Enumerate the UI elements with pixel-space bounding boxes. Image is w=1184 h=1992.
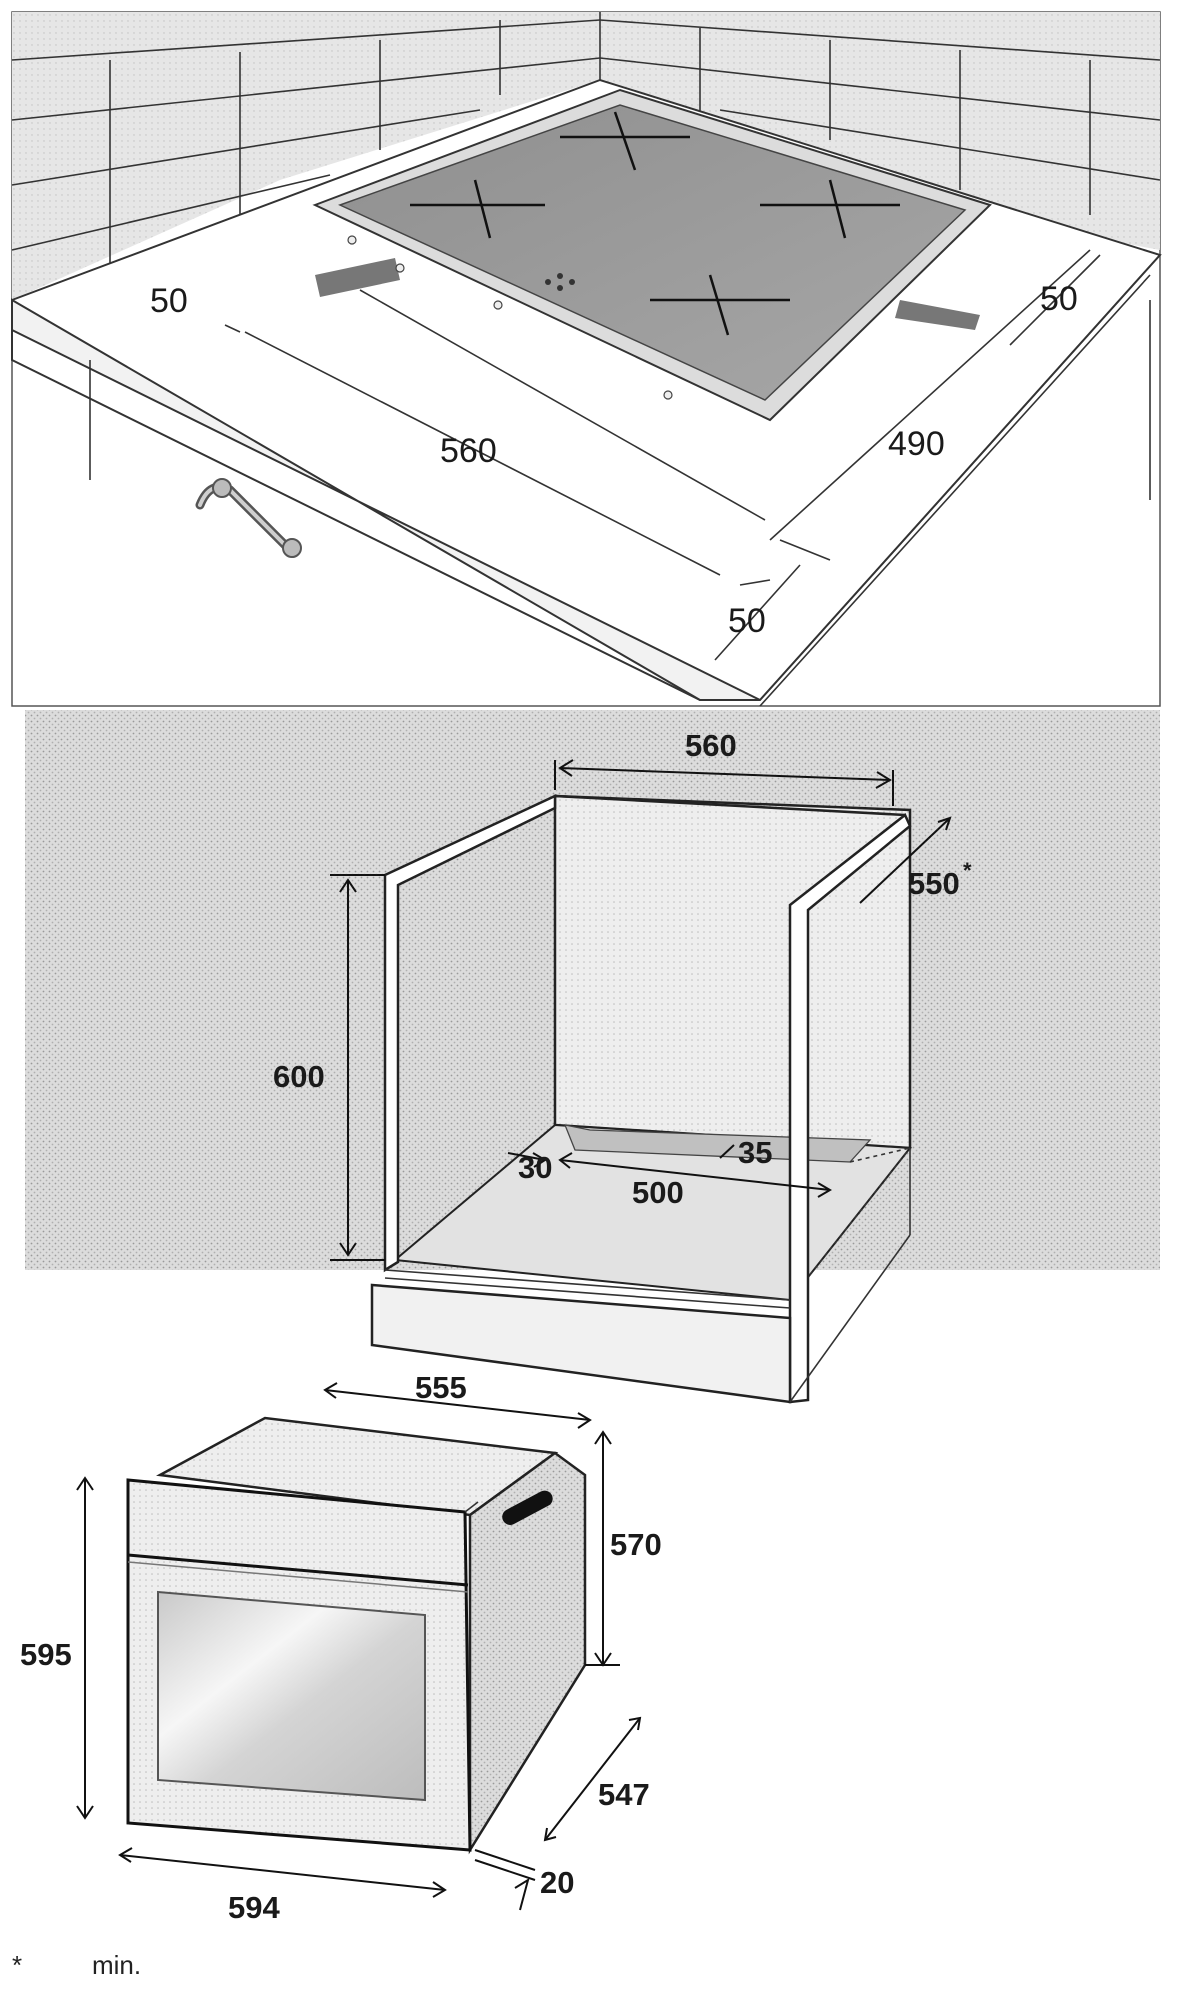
footnote: * min.: [12, 1950, 141, 1981]
oven-side-handle-icon: [502, 1490, 553, 1525]
tile-joints: [11, 12, 1161, 275]
oven-door-glass: [157, 1590, 426, 1802]
cabinet-depth-mark: *: [963, 858, 972, 883]
oven-body-width: 555: [415, 1370, 467, 1405]
hob-cutout-depth: 490: [888, 425, 945, 463]
cutout-slot-left: [315, 258, 400, 297]
oven-body-depth: 547: [598, 1777, 650, 1812]
back-wall-left: [12, 12, 600, 300]
oven-body-height: 570: [610, 1527, 662, 1562]
footnote-text: min.: [92, 1950, 142, 1980]
cabinet-depth: 550: [908, 866, 960, 901]
hob-left-clearance: 50: [150, 282, 188, 320]
footnote-mark: *: [12, 1950, 23, 1980]
cabinet-vent-depth: 35: [738, 1135, 772, 1170]
drawer-handle-icon: [195, 478, 302, 558]
cabinet-vent-width: 500: [632, 1175, 684, 1210]
back-wall-right: [600, 12, 1160, 250]
cooking-zones: [410, 111, 900, 336]
oven-front-height: 595: [20, 1637, 72, 1672]
cabinet-section: 560 550 * 600 30 500 35: [25, 710, 1160, 1404]
hob-section: 50 50 560 490 50: [11, 11, 1162, 707]
cabinet-width: 560: [685, 728, 737, 763]
control-dots-icon: [545, 273, 575, 291]
cabinet-height: 600: [273, 1059, 325, 1094]
cabinet-back: [553, 794, 912, 1150]
oven-front-thickness: 20: [540, 1865, 574, 1900]
cabinet-gap-side: 30: [518, 1150, 552, 1185]
hob-cutout-width: 560: [440, 432, 497, 470]
hob-right-clearance: 50: [1040, 280, 1078, 318]
cutout-slot-right: [895, 300, 980, 330]
hob-front-clearance: 50: [728, 602, 766, 640]
oven-front-width: 594: [228, 1890, 280, 1925]
oven-section: 555 570 595 547 594 20: [20, 1370, 662, 1925]
hob-glass: [338, 104, 967, 401]
